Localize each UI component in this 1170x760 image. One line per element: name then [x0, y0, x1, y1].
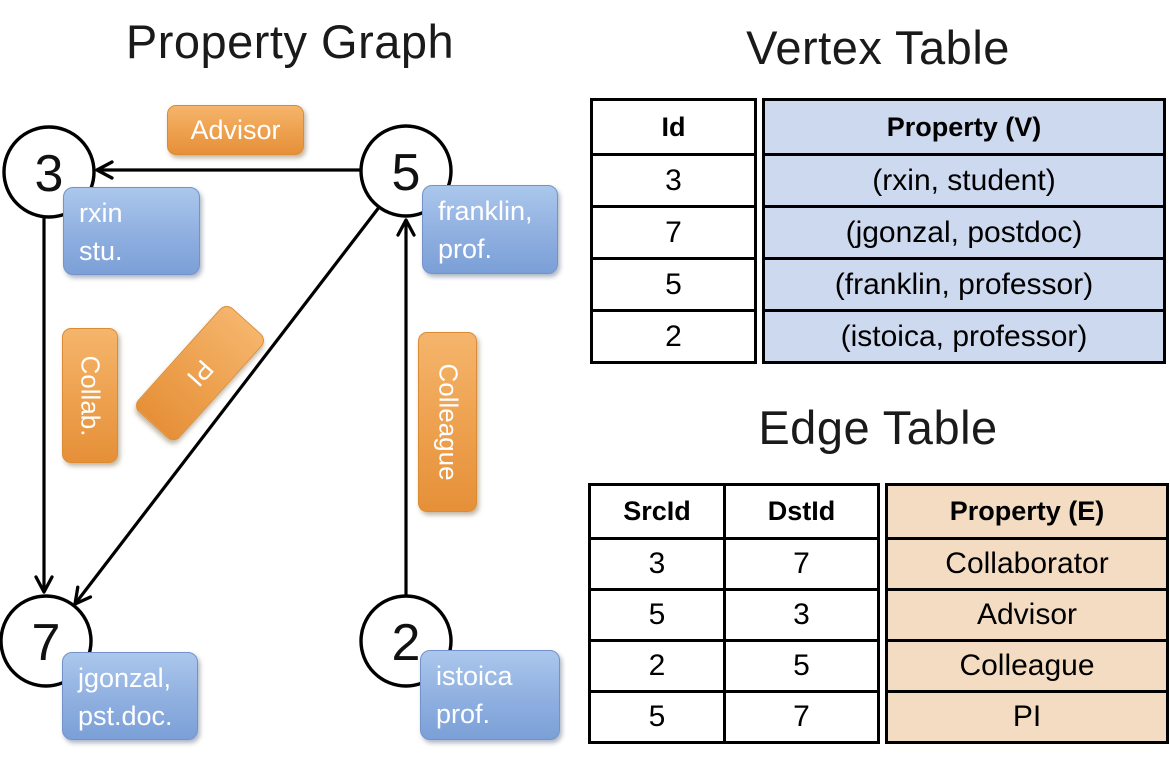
- node-3-property-line2: stu.: [79, 235, 123, 266]
- vertex-table-property-cell: (franklin, professor): [765, 257, 1163, 309]
- vertex-table-id-cell: 5: [593, 257, 754, 309]
- node-7-property-line2: pst.doc.: [78, 700, 173, 731]
- edge-table-property-cell: Colleague: [888, 639, 1166, 690]
- edge-table-header-property: Property (E): [949, 496, 1105, 526]
- vertex-table: Id 3 7 5 2 Property (V) (rxin, student) …: [590, 98, 1166, 364]
- edge-table-title: Edge Table: [758, 401, 998, 454]
- node-5-id: 5: [392, 144, 421, 202]
- edge-table-property-box: Property (E) Collaborator Advisor Collea…: [885, 483, 1169, 744]
- node-5-property-box: franklin, prof.: [422, 185, 558, 274]
- edge-label-colleague: Colleague: [418, 332, 477, 512]
- edge-table-property-cell: Collaborator: [888, 537, 1166, 588]
- node-3-property-box: rxin stu.: [63, 187, 200, 275]
- node-2-id: 2: [392, 614, 421, 672]
- node-3-id: 3: [35, 145, 64, 203]
- vertex-table-property-box: Property (V) (rxin, student) (jgonzal, p…: [762, 98, 1166, 364]
- edge-table-dstid-cell: 7: [726, 537, 877, 588]
- node-2-property-line1: istoica: [436, 661, 513, 691]
- edge-label-advisor-text: Advisor: [190, 114, 281, 145]
- edge-table-dstid-cell: 5: [726, 639, 877, 690]
- node-2-property-box: istoica prof.: [420, 650, 560, 740]
- node-7-property-line1: jgonzal,: [78, 663, 172, 693]
- edge-table-header-srcid: SrcId: [623, 496, 691, 526]
- vertex-table-id-cell: 3: [593, 153, 754, 205]
- vertex-table-id-cell: 2: [593, 309, 754, 361]
- edge-table-property-cell: Advisor: [888, 588, 1166, 639]
- vertex-table-header-id: Id: [661, 111, 686, 142]
- edge-label-pi-text: PI: [181, 354, 220, 393]
- edge-table-srcid-cell: 5: [591, 588, 723, 639]
- edge-pi-arrow: [73, 205, 382, 606]
- node-7-id: 7: [32, 614, 61, 672]
- vertex-table-property-cell: (rxin, student): [765, 153, 1163, 205]
- vertex-table-property-cell: (istoica, professor): [765, 309, 1163, 361]
- edge-table-dstid-cell: 7: [726, 690, 877, 741]
- vertex-table-title: Vertex Table: [746, 21, 1010, 74]
- vertex-table-id-cell: 7: [593, 205, 754, 257]
- vertex-table-id-box: Id 3 7 5 2: [590, 98, 757, 364]
- edge-table-srcid-cell: 3: [591, 537, 723, 588]
- edge-table: SrcId 3 5 2 5 DstId 7 3 5 7 Property (E)…: [588, 483, 1169, 744]
- node-5-property-line2: prof.: [438, 233, 493, 264]
- edge-label-collab-text: Collab.: [75, 355, 106, 436]
- edge-table-srcid-cell: 2: [591, 639, 723, 690]
- edge-label-advisor: Advisor: [167, 105, 304, 155]
- edge-table-ids-box: SrcId 3 5 2 5 DstId 7 3 5 7: [588, 483, 880, 744]
- property-graph-title: Property Graph: [125, 15, 455, 68]
- edge-table-srcid-cell: 5: [591, 690, 723, 741]
- edge-label-collab: Collab.: [62, 328, 118, 463]
- node-2-property-line2: prof.: [436, 698, 491, 729]
- node-7-property-box: jgonzal, pst.doc.: [62, 652, 198, 740]
- vertex-table-header-property: Property (V): [886, 111, 1042, 142]
- node-5-property-line1: franklin,: [438, 196, 533, 226]
- edge-table-dstid-cell: 3: [726, 588, 877, 639]
- vertex-table-property-cell: (jgonzal, postdoc): [765, 205, 1163, 257]
- edge-table-header-dstid: DstId: [767, 496, 836, 526]
- edge-table-property-cell: PI: [888, 690, 1166, 741]
- node-3-property-line1: rxin: [79, 198, 123, 228]
- edge-label-colleague-text: Colleague: [433, 363, 463, 481]
